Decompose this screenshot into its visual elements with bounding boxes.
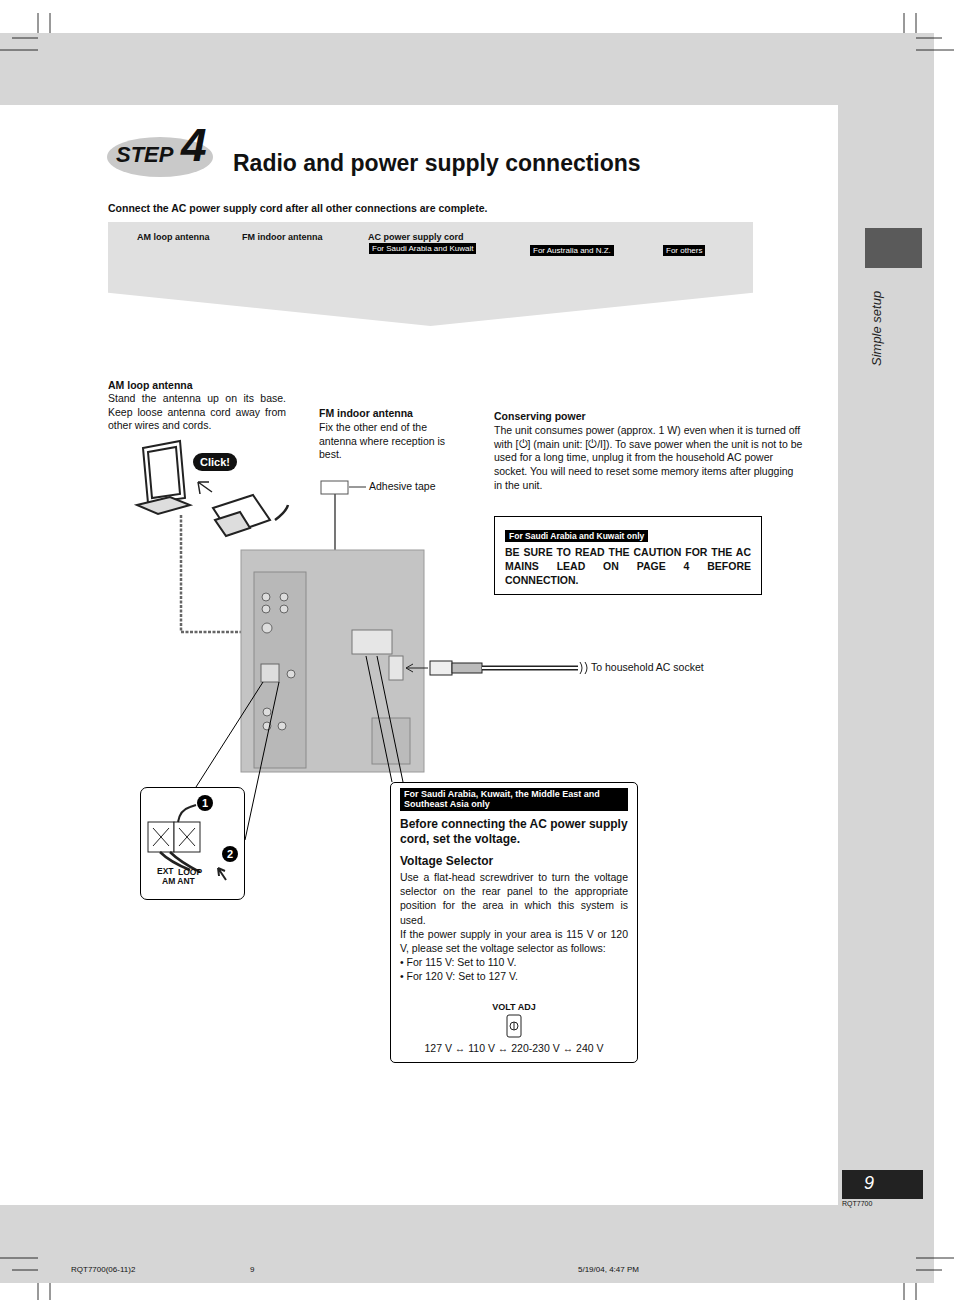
page-title: Radio and power supply connections [233,149,641,179]
jacks [261,593,295,730]
section-heading: Conserving power [494,410,586,424]
volt-adj-switch [352,630,392,654]
node-text: Voltage Selector [400,854,628,868]
node-text: Click! [200,456,230,468]
adhesive-tape [321,481,348,494]
doc-code: RQT7700 [842,1199,872,1208]
ac-cord [406,661,587,675]
am-terminal-detail [148,805,226,880]
node-text: BE SURE TO READ THE CAUTION FOR THE AC M… [505,545,751,588]
section-text: Fix the other end of the antenna where r… [319,421,453,462]
rear-panel [241,550,424,772]
footer-text: 5/19/04, 4:47 PM [578,1265,639,1275]
node-text: LOOP [178,867,202,877]
voltage-box: For Saudi Arabia, Kuwait, the Middle Eas… [390,782,638,1063]
node-text: AM loop antenna [137,232,210,242]
node-text: • For 120 V: Set to 127 V. [400,969,628,983]
node-text: VOLT ADJ [400,1002,628,1012]
section-heading: FM indoor antenna [319,407,413,421]
side-tab [865,228,922,268]
ac-inlet [389,656,403,680]
accessory-band: For Saudi Arabia and Kuwait For Australia… [108,222,753,326]
node-text: AM ANT [162,876,195,886]
node-text: For Saudi Arabia, Kuwait, the Middle Eas… [400,788,628,811]
part-label: Adhesive tape [369,480,436,494]
node-text: 127 V ↔ 110 V ↔ 220-230 V ↔ 240 V [400,1042,628,1054]
side-band [838,105,934,1205]
page-number-box: 9 [842,1170,923,1199]
leader-line [349,487,366,488]
side-tab-label: Simple setup [869,291,886,366]
terminal-inset: EXT LOOPAM ANT [140,787,245,900]
node-text: For Saudi Arabia and Kuwait [372,244,473,253]
section-text: Stand the antenna up on its base. Keep l… [108,392,286,433]
node-text: Before connecting the AC power supply co… [400,817,628,846]
footer-text: 9 [250,1265,254,1275]
top-band [0,33,934,105]
node-text: For Australia and N.Z. [533,246,611,255]
callout-number: 2 [222,846,238,862]
bottom-band [0,1205,934,1283]
footer-text: RQT7700(06-11)2 [71,1265,135,1275]
node-text: For Saudi Arabia and Kuwait only [505,530,648,542]
node-text: Use a flat-head screwdriver to turn the … [400,870,628,927]
section-text: The unit consumes power (approx. 1 W) ev… [494,424,804,492]
zoom-leaders [196,656,403,840]
crop-marks [0,13,954,1300]
volt-selector-icon [502,1014,526,1038]
region-tag: For Australia and N.Z. [530,245,614,256]
node-text: For others [666,246,702,255]
jack-panel [254,572,306,768]
part-label: To household AC socket [591,661,704,675]
step-word: STEP [116,141,173,170]
node-text: FM indoor antenna [242,232,323,242]
node-text: 9 [864,1173,874,1194]
caution-box: For Saudi Arabia and Kuwait only BE SURE … [494,516,762,595]
callout-number: 1 [197,795,213,811]
region-tag: For Saudi Arabia and Kuwait [369,243,476,254]
click-bubble: Click! [193,453,237,471]
section-heading: AM loop antenna [108,379,193,393]
instruction: Connect the AC power supply cord after a… [108,202,487,216]
region-tag: For others [663,245,705,256]
node-text: If the power supply in your area is 115 … [400,927,628,955]
node-text: • For 115 V: Set to 110 V. [400,955,628,969]
node-text: AC power supply cord [368,232,464,242]
am-loop-antenna [137,441,288,536]
step-number: 4 [181,122,207,168]
node-text: EXT [157,866,174,876]
